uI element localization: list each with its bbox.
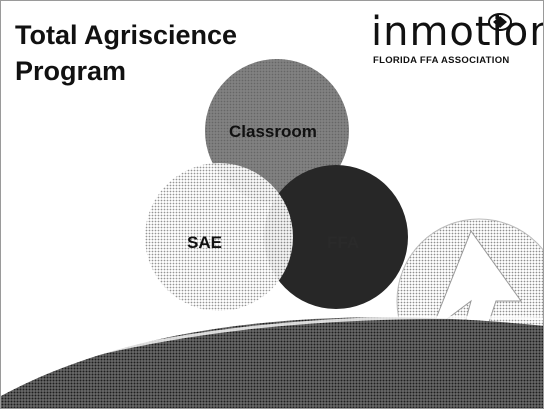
title-line-2: Program (15, 56, 127, 86)
title-line-1: Total Agriscience (15, 20, 238, 50)
venn-label-sae: SAE (187, 233, 222, 252)
venn-label-ffa: FFA (327, 233, 360, 252)
venn-label-classroom: Classroom (229, 122, 317, 141)
logo-wordmark-end: n (529, 9, 543, 55)
bottom-swoosh (1, 317, 543, 408)
venn-circle-sae (145, 163, 293, 311)
logo-wordmark-start: inmoti (371, 9, 504, 55)
logo-subtitle: FLORIDA FFA ASSOCIATION (373, 55, 510, 66)
slide-title: Total Agriscience Program (15, 17, 237, 89)
ffa-emblem-icon (488, 13, 512, 31)
logo-wordmark: inmotion (371, 9, 543, 55)
venn-circle-ffa (264, 165, 408, 309)
